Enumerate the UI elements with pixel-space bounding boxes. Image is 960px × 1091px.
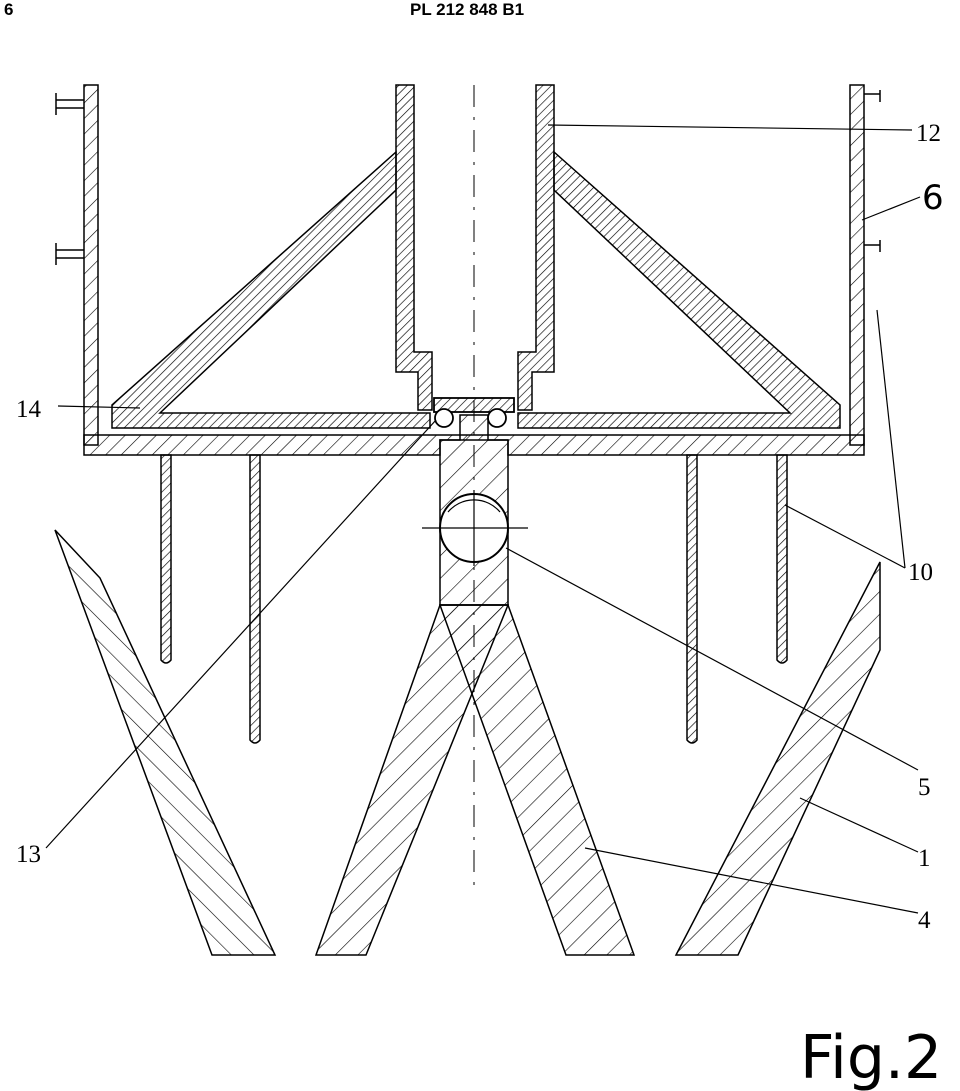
hub-and-pivot-5 — [422, 414, 528, 606]
ref-10: 10 — [908, 559, 933, 586]
ref-6: 6 — [922, 178, 944, 218]
outer-arm-1 — [674, 561, 881, 956]
figure-label: Fig.2 — [800, 1023, 942, 1091]
blade-pair-4 — [314, 604, 636, 956]
housing-6 — [55, 84, 881, 456]
patent-number: PL 212 848 B1 — [410, 0, 525, 19]
central-shaft-12 — [395, 84, 555, 890]
conical-deflector-14 — [111, 150, 841, 429]
page-number: 6 — [4, 0, 14, 19]
ref-13: 13 — [16, 841, 41, 868]
ref-14: 14 — [16, 396, 42, 423]
leader-lines — [45, 124, 921, 914]
ref-4: 4 — [918, 907, 931, 934]
ref-12: 12 — [916, 120, 941, 147]
scraper-rods-10 — [160, 454, 788, 744]
ref-5: 5 — [918, 774, 931, 801]
outer-arm-left — [54, 529, 277, 956]
bearing-13 — [433, 397, 515, 428]
ref-1: 1 — [918, 845, 931, 872]
